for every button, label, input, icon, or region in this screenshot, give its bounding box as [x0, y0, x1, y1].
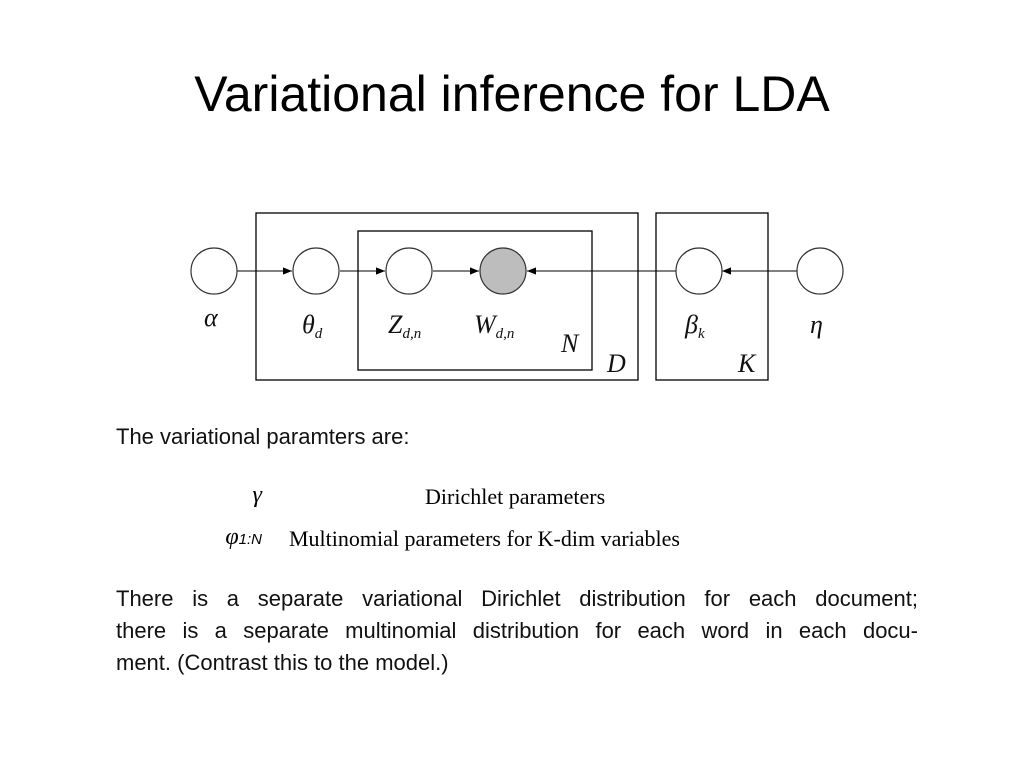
parameter-description: Multinomial parameters for K-dim variabl… [289, 526, 680, 551]
plate-n [357, 230, 593, 371]
slide-title: Variational inference for LDA [194, 66, 830, 122]
node-z [385, 247, 433, 295]
node-beta-label: βk [684, 310, 705, 342]
plate-d [255, 212, 639, 381]
node-theta-label: θd [302, 310, 323, 342]
gamma-symbol: γ [200, 482, 262, 509]
intro-text: The variational paramters are: [116, 424, 410, 449]
parameter-subscript: 1:N [238, 531, 262, 548]
node-eta [796, 247, 844, 295]
parameter-description: Dirichlet parameters [425, 484, 606, 509]
paragraph-line: ment. (Contrast this to the model.) [116, 650, 449, 675]
paragraph-line: There is a separate variational Dirichle… [116, 586, 918, 611]
plate-n-label: N [560, 329, 580, 358]
node-alpha-label: α [204, 303, 219, 332]
phi-symbol: φ1:N [200, 524, 262, 551]
parameter-symbol: γ [252, 482, 262, 508]
plate-d-label: D [606, 349, 626, 378]
paragraph-line: there is a separate multinomial distribu… [116, 618, 918, 643]
node-w-label: Wd,n [474, 310, 514, 342]
node-alpha [190, 247, 238, 295]
explanation-paragraph: There is a separate variational Dirichle… [116, 583, 918, 679]
parameter-row: γ Dirichlet parameters [0, 482, 1024, 514]
node-z-label: Zd,n [388, 310, 421, 342]
parameter-symbol: φ [225, 524, 239, 550]
node-theta [292, 247, 340, 295]
node-eta-label: η [810, 310, 823, 339]
plate-k-label: K [737, 349, 757, 378]
node-w-observed [479, 247, 527, 295]
parameter-row: φ1:N Multinomial parameters for K-dim va… [0, 524, 1024, 556]
plate-k [655, 212, 769, 381]
node-beta [675, 247, 723, 295]
